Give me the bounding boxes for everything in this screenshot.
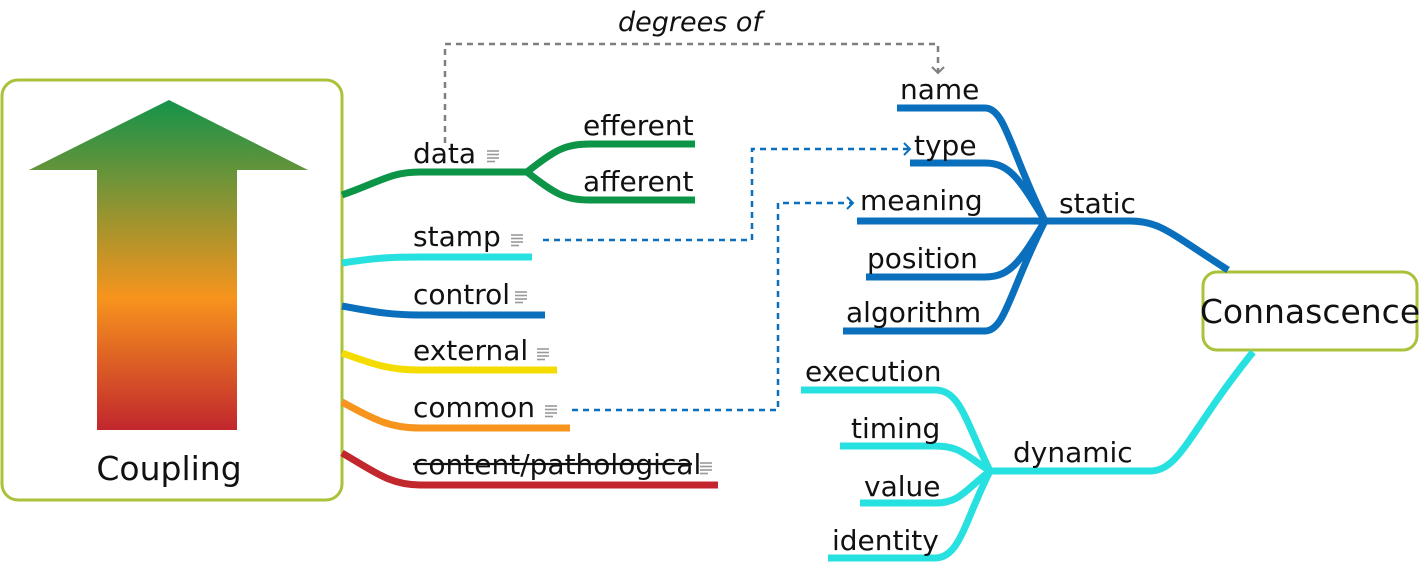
connascence-static-label: static <box>1059 187 1136 220</box>
dynamic-item-timing: timing <box>851 412 940 445</box>
dynamic-item-execution: execution <box>805 355 941 388</box>
coupling-type-external: external <box>413 334 528 367</box>
coupling-type-control: control <box>413 278 510 311</box>
dynamic-item-value: value <box>864 470 940 503</box>
connascence-box <box>1201 270 1419 352</box>
coupling-type-stamp: stamp <box>413 220 501 253</box>
branch-dynamic <box>990 349 1256 475</box>
control-note-icon[interactable] <box>515 291 527 304</box>
connascence-title: Connascence <box>1200 292 1420 331</box>
branch-dynamic-execution <box>801 386 994 473</box>
branch-control <box>341 302 545 319</box>
branch-stamp <box>341 253 532 267</box>
static-item-algorithm: algorithm <box>846 296 981 329</box>
static-item-name: name <box>900 73 979 106</box>
coupling-data-efferent: efferent <box>583 109 694 142</box>
coupling-title: Coupling <box>96 449 241 488</box>
coupling-data-afferent: afferent <box>583 165 694 198</box>
coupling-type-common: common <box>413 391 535 424</box>
branch-external <box>340 349 557 374</box>
link-degrees-of-label: degrees of <box>618 7 765 38</box>
branch-content-pathological <box>340 449 718 489</box>
data-note-icon[interactable] <box>487 150 499 163</box>
branch-dynamic-identity <box>828 469 994 562</box>
branch-dynamic-value <box>860 468 993 507</box>
branch-common <box>340 398 570 432</box>
static-item-position: position <box>867 242 978 275</box>
branch-data <box>340 168 527 199</box>
link-degrees-of <box>443 42 945 143</box>
link-stamp-to-type <box>543 142 912 242</box>
branch-static <box>1045 217 1230 273</box>
branch-static-algorithm <box>843 219 1049 335</box>
branch-static-type <box>910 159 1048 223</box>
link-common-to-meaning <box>572 196 855 412</box>
static-item-type: type <box>914 129 977 162</box>
connascence-dynamic-label: dynamic <box>1013 436 1133 469</box>
external-note-icon[interactable] <box>537 348 549 361</box>
branch-data-efferent <box>524 140 695 175</box>
stamp-note-icon[interactable] <box>511 234 523 247</box>
dynamic-item-identity: identity <box>832 524 939 557</box>
content-pathological-note-icon[interactable] <box>700 462 712 475</box>
branch-data-afferent <box>524 169 695 204</box>
coupling-strength-arrow-icon <box>29 100 308 430</box>
static-item-meaning: meaning <box>860 184 983 217</box>
branch-dynamic-timing <box>840 442 992 474</box>
common-note-icon[interactable] <box>545 405 557 418</box>
